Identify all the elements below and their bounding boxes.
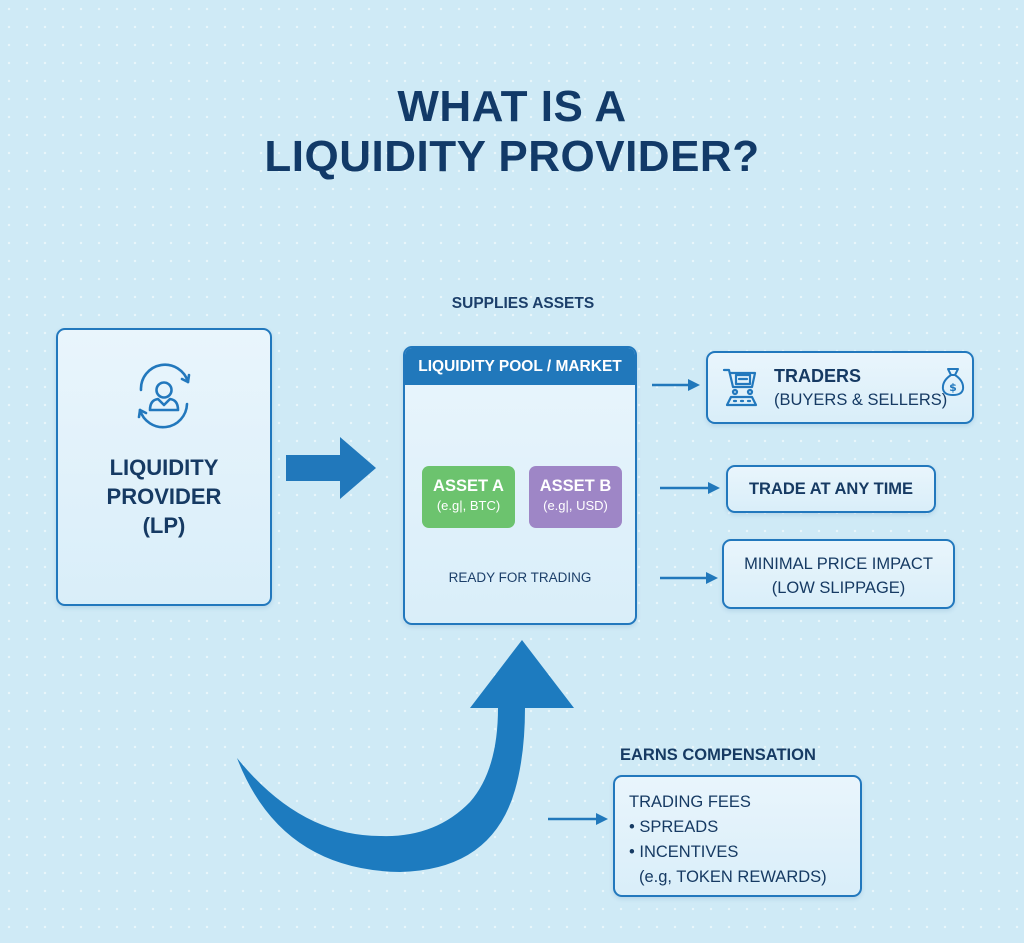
incentives-text: INCENTIVES	[639, 843, 739, 861]
user-cycle-icon	[137, 363, 191, 429]
pool-status: READY FOR TRADING	[448, 570, 592, 585]
pool-header: LIQUIDITY POOL / MARKET	[405, 348, 635, 385]
supplies-arrow-icon	[286, 437, 376, 499]
lp-label-line-3: (LP)	[142, 513, 186, 538]
svg-text:$: $	[949, 381, 957, 394]
compensation-item-trading-fees: TRADING FEES	[629, 793, 751, 811]
traders-card: TRADERS (BUYERS & SELLERS) $	[706, 351, 974, 424]
money-bag-icon: $	[941, 368, 965, 396]
lp-label-line-1: LIQUIDITY	[109, 455, 219, 480]
arrow-to-traders-icon	[652, 379, 700, 391]
compensation-item-token-rewards: (e.g, TOKEN REWARDS)	[639, 868, 827, 886]
curved-return-arrow-icon	[237, 640, 574, 872]
price-impact-line-1: MINIMAL PRICE IMPACT	[744, 555, 933, 573]
asset-a-example: (e.g|, BTC)	[436, 498, 501, 513]
asset-b-example: (e.g|, USD)	[543, 498, 608, 513]
arrow-to-compensation-icon	[548, 813, 608, 825]
compensation-card: TRADING FEES SPREADS INCENTIVES (e.g, TO…	[613, 775, 862, 897]
traders-text: TRADERS (BUYERS & SELLERS)	[774, 365, 947, 412]
price-impact-card: MINIMAL PRICE IMPACT (LOW SLIPPAGE)	[722, 539, 955, 609]
compensation-list: TRADING FEES SPREADS INCENTIVES (e.g, TO…	[629, 790, 827, 890]
trade-any-time-label: TRADE AT ANY TIME	[748, 479, 914, 498]
trade-any-time-card: TRADE AT ANY TIME	[726, 465, 936, 513]
lp-label-line-2: PROVIDER	[106, 484, 222, 509]
asset-b-chip: ASSET B (e.g|, USD)	[529, 466, 622, 528]
liquidity-provider-label: LIQUIDITY PROVIDER (LP)	[58, 453, 270, 540]
price-impact-label: MINIMAL PRICE IMPACT (LOW SLIPPAGE)	[724, 552, 953, 600]
page-title: WHAT IS A LIQUIDITY PROVIDER?	[0, 82, 1024, 182]
price-impact-line-2: (LOW SLIPPAGE)	[771, 579, 906, 597]
supplies-assets-label: SUPPLIES ASSETS	[451, 295, 595, 312]
compensation-item-incentives: INCENTIVES	[629, 840, 827, 865]
traders-title: TRADERS	[774, 366, 862, 386]
arrow-to-trade-any-time-icon	[660, 482, 720, 494]
asset-a-chip: ASSET A (e.g|, BTC)	[422, 466, 515, 528]
asset-b-name: ASSET B	[539, 477, 612, 495]
asset-a-name: ASSET A	[433, 477, 504, 495]
liquidity-pool-card: LIQUIDITY POOL / MARKET ASSET A (e.g|, B…	[403, 346, 637, 625]
liquidity-provider-card: LIQUIDITY PROVIDER (LP)	[56, 328, 272, 606]
compensation-item-spreads: SPREADS	[629, 815, 827, 840]
title-line-2: LIQUIDITY PROVIDER?	[264, 132, 760, 181]
spreads-text: SPREADS	[639, 818, 719, 836]
arrow-to-price-impact-icon	[660, 572, 718, 584]
traders-subtitle: (BUYERS & SELLERS)	[774, 391, 948, 409]
shopping-cart-icon	[722, 368, 758, 407]
title-line-1: WHAT IS A	[397, 82, 627, 131]
earns-compensation-label: EARNS COMPENSATION	[620, 746, 816, 764]
